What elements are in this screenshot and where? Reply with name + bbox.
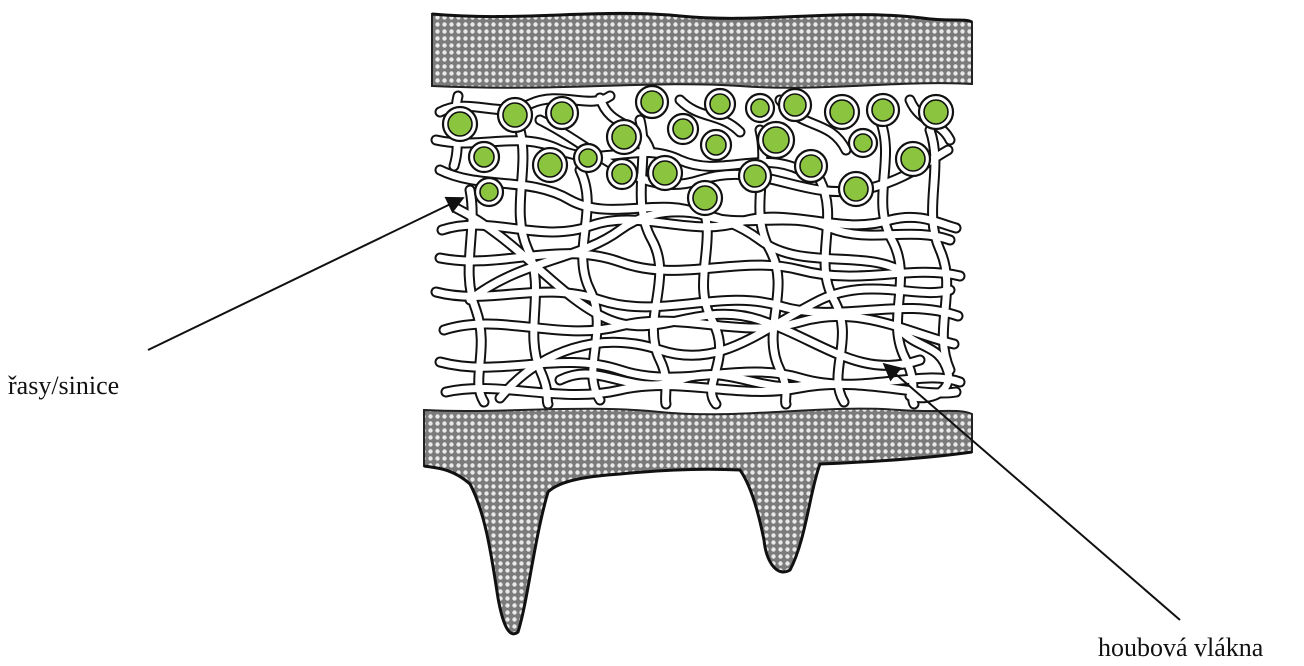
algal-cell xyxy=(800,155,822,177)
algal-cell xyxy=(830,100,854,124)
algal-cell xyxy=(579,149,597,167)
algal-cell xyxy=(503,103,527,127)
algal-cell xyxy=(784,94,806,116)
algal-cell xyxy=(538,153,562,177)
algal-cell xyxy=(924,100,948,124)
lower-cortex xyxy=(424,409,972,634)
algal-cell xyxy=(854,134,872,152)
algal-cell xyxy=(448,112,472,136)
algal-cell xyxy=(612,164,632,184)
algal-cell xyxy=(706,135,726,155)
algae-pointer-arrow xyxy=(148,198,463,350)
algal-cell xyxy=(844,177,868,201)
algal-cell xyxy=(673,119,693,139)
algal-cell xyxy=(474,147,494,167)
algae-label: řasy/sinice xyxy=(8,371,119,400)
algal-cell xyxy=(551,102,573,124)
algal-cell xyxy=(744,165,766,187)
upper-cortex xyxy=(432,13,972,87)
algal-cell xyxy=(641,91,663,113)
algal-cell xyxy=(612,125,636,149)
algal-cell xyxy=(763,127,789,153)
fungal-hyphae-layer xyxy=(436,96,960,404)
algal-cell xyxy=(653,161,677,185)
algal-cell xyxy=(872,99,894,121)
algal-cell xyxy=(751,99,769,117)
algal-cell xyxy=(693,186,717,210)
algal-cell xyxy=(901,147,925,171)
fungal-hyphae-pointer-arrow xyxy=(884,364,1180,620)
fungal-hyphae-label: houbová vlákna xyxy=(1098,633,1264,662)
algal-cell xyxy=(710,94,730,114)
algal-cell xyxy=(480,183,498,201)
